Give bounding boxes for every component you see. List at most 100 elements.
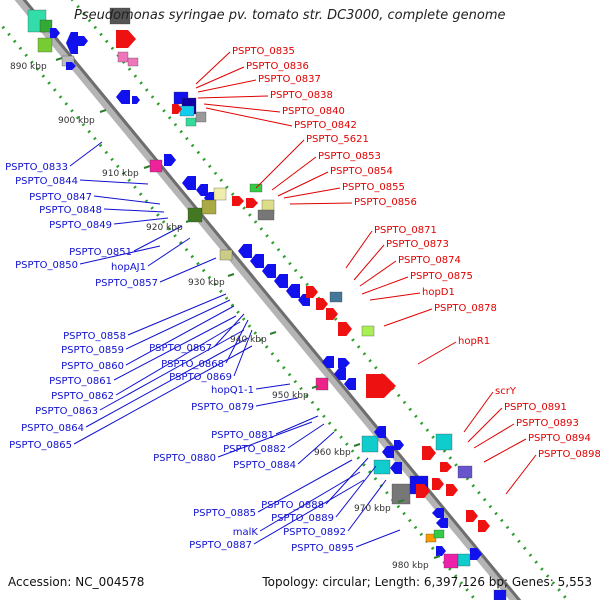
- gene-feature[interactable]: [213, 187, 227, 201]
- gene-feature[interactable]: [443, 553, 459, 569]
- right-gene-label[interactable]: PSPTO_0874: [398, 255, 461, 266]
- gene-feature[interactable]: [179, 105, 195, 117]
- gene-feature[interactable]: [338, 322, 352, 336]
- left-gene-label[interactable]: PSPTO_0861: [49, 376, 112, 387]
- gene-feature[interactable]: [373, 459, 391, 475]
- gene-feature[interactable]: [262, 264, 276, 278]
- gene-feature[interactable]: [196, 184, 208, 196]
- right-gene-label[interactable]: PSPTO_0837: [258, 74, 321, 85]
- right-gene-label[interactable]: PSPTO_0840: [282, 106, 345, 117]
- gene-feature[interactable]: [329, 291, 343, 303]
- gene-feature[interactable]: [116, 30, 136, 48]
- left-gene-label[interactable]: PSPTO_0888: [261, 500, 324, 511]
- left-gene-label[interactable]: PSPTO_0860: [61, 361, 124, 372]
- gene-feature[interactable]: [164, 154, 176, 166]
- left-gene-label[interactable]: PSPTO_0863: [35, 406, 98, 417]
- gene-feature[interactable]: [422, 446, 436, 460]
- gene-feature[interactable]: [366, 374, 396, 398]
- gene-feature[interactable]: [286, 284, 300, 298]
- gene-feature[interactable]: [232, 196, 244, 206]
- gene-feature[interactable]: [195, 111, 207, 123]
- left-gene-label[interactable]: PSPTO_0833: [5, 162, 68, 173]
- gene-feature[interactable]: [457, 553, 471, 567]
- gene-feature[interactable]: [257, 209, 275, 221]
- gene-feature[interactable]: [66, 32, 78, 54]
- gene-feature[interactable]: [182, 176, 196, 190]
- left-gene-label[interactable]: PSPTO_0864: [21, 423, 84, 434]
- gene-feature[interactable]: [493, 589, 507, 600]
- left-gene-label[interactable]: PSPTO_0848: [39, 205, 102, 216]
- gene-feature[interactable]: [109, 7, 131, 25]
- left-gene-label[interactable]: PSPTO_0881: [211, 430, 274, 441]
- gene-feature[interactable]: [432, 508, 444, 518]
- right-gene-label[interactable]: PSPTO_0871: [374, 225, 437, 236]
- right-gene-label[interactable]: PSPTO_0853: [318, 151, 381, 162]
- gene-feature[interactable]: [132, 96, 140, 104]
- gene-feature[interactable]: [238, 244, 252, 258]
- right-gene-label[interactable]: PSPTO_0842: [294, 120, 357, 131]
- left-gene-label[interactable]: PSPTO_0859: [61, 345, 124, 356]
- gene-feature[interactable]: [315, 377, 329, 391]
- left-gene-label[interactable]: PSPTO_0857: [95, 278, 158, 289]
- gene-feature[interactable]: [436, 546, 446, 556]
- right-gene-label[interactable]: PSPTO_5621: [306, 134, 369, 145]
- left-gene-label[interactable]: PSPTO_0844: [15, 176, 78, 187]
- gene-feature[interactable]: [185, 117, 197, 127]
- gene-feature[interactable]: [338, 358, 350, 368]
- gene-feature[interactable]: [66, 62, 76, 70]
- gene-feature[interactable]: [344, 378, 356, 390]
- right-gene-label[interactable]: PSPTO_0854: [330, 166, 393, 177]
- left-gene-label[interactable]: PSPTO_0867: [149, 343, 212, 354]
- left-gene-label[interactable]: PSPTO_0849: [49, 220, 112, 231]
- right-gene-label[interactable]: PSPTO_0891: [504, 402, 567, 413]
- left-gene-label[interactable]: PSPTO_0895: [291, 543, 354, 554]
- gene-feature[interactable]: [326, 308, 338, 320]
- left-gene-label[interactable]: PSPTO_0887: [189, 540, 252, 551]
- gene-feature[interactable]: [478, 520, 490, 532]
- gene-feature[interactable]: [149, 159, 163, 173]
- gene-feature[interactable]: [116, 90, 130, 104]
- gene-feature[interactable]: [432, 478, 444, 490]
- gene-feature[interactable]: [394, 440, 404, 450]
- right-gene-label[interactable]: PSPTO_0835: [232, 46, 295, 57]
- gene-feature[interactable]: [187, 207, 203, 223]
- left-gene-label[interactable]: PSPTO_0850: [15, 260, 78, 271]
- gene-feature[interactable]: [322, 356, 334, 368]
- left-gene-label[interactable]: PSPTO_0889: [271, 513, 334, 524]
- gene-feature[interactable]: [274, 274, 288, 288]
- gene-feature[interactable]: [457, 465, 473, 479]
- gene-feature[interactable]: [78, 36, 88, 46]
- left-gene-label[interactable]: PSPTO_0865: [9, 440, 72, 451]
- gene-feature[interactable]: [37, 37, 53, 53]
- left-gene-label[interactable]: PSPTO_0851: [69, 247, 132, 258]
- gene-labels[interactable]: PSPTO_0835PSPTO_0836PSPTO_0837PSPTO_0838…: [5, 46, 600, 554]
- right-gene-label[interactable]: hopR1: [458, 336, 490, 347]
- gene-feature[interactable]: [470, 548, 482, 560]
- gene-feature[interactable]: [361, 435, 379, 453]
- left-gene-label[interactable]: PSPTO_0868: [161, 359, 224, 370]
- left-gene-label[interactable]: PSPTO_0884: [233, 460, 296, 471]
- left-gene-label[interactable]: hopQ1-1: [211, 385, 254, 396]
- left-gene-label[interactable]: PSPTO_0882: [223, 444, 286, 455]
- gene-feature[interactable]: [117, 51, 129, 63]
- gene-feature[interactable]: [172, 104, 182, 114]
- gene-feature[interactable]: [361, 325, 375, 337]
- gene-feature[interactable]: [466, 510, 478, 522]
- gene-feature[interactable]: [127, 57, 139, 67]
- left-gene-label[interactable]: PSPTO_0862: [51, 391, 114, 402]
- gene-feature[interactable]: [246, 198, 258, 208]
- gene-feature[interactable]: [316, 298, 328, 310]
- gene-feature[interactable]: [436, 518, 448, 528]
- gene-feature[interactable]: [201, 199, 217, 215]
- gene-feature[interactable]: [250, 254, 264, 268]
- left-gene-label[interactable]: malK: [233, 527, 259, 538]
- gene-feature[interactable]: [446, 484, 458, 496]
- right-gene-label[interactable]: hopD1: [422, 287, 455, 298]
- right-gene-label[interactable]: PSPTO_0893: [516, 418, 579, 429]
- gene-feature[interactable]: [39, 19, 53, 33]
- gene-feature[interactable]: [382, 446, 394, 458]
- left-gene-label[interactable]: hopAJ1: [111, 262, 146, 273]
- right-gene-label[interactable]: PSPTO_0838: [270, 90, 333, 101]
- right-gene-label[interactable]: PSPTO_0878: [434, 303, 497, 314]
- left-gene-label[interactable]: PSPTO_0892: [283, 527, 346, 538]
